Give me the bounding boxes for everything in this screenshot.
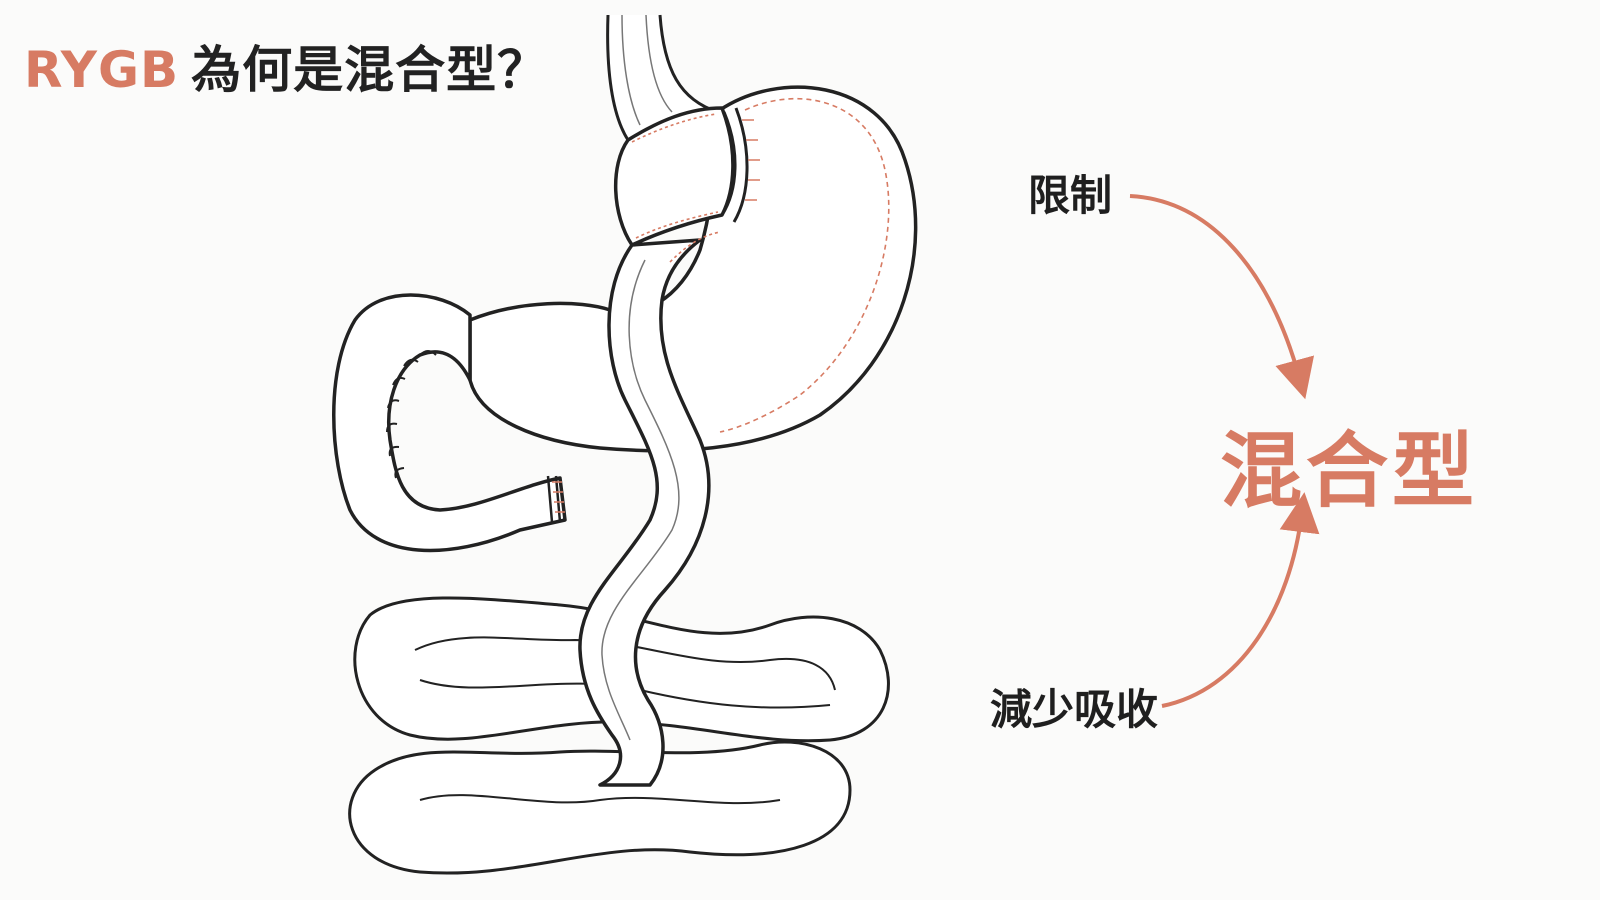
label-restriction: 限制	[1028, 171, 1113, 220]
gastric-pouch	[613, 106, 760, 263]
title-accent: RYGB	[24, 41, 180, 99]
stomach-remnant	[468, 85, 918, 453]
label-malabsorption: 減少吸收	[990, 685, 1159, 734]
label-hybrid: 混合型	[1220, 424, 1479, 519]
biliopancreatic-limb	[332, 293, 567, 553]
arrow-malabsorption-to-hybrid	[1161, 492, 1320, 708]
title-rest: 為何是混合型？	[191, 41, 549, 99]
arrow-restriction-to-hybrid	[1129, 194, 1315, 400]
roux-limb	[578, 238, 711, 787]
